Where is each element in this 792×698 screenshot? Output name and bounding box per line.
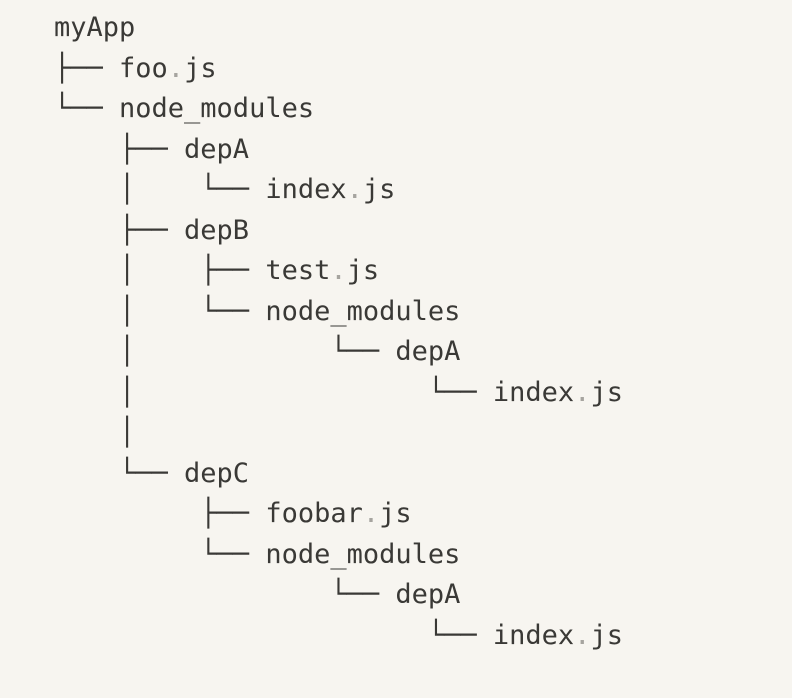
tree-line: └── node_modules: [54, 93, 315, 124]
dot-separator: .: [362, 498, 380, 529]
tree-line: ├── foo.js: [54, 52, 217, 84]
dot-separator: .: [574, 376, 591, 408]
tree-line: └── depA: [54, 579, 461, 610]
tree-line: │ └── node_modules: [54, 295, 461, 327]
tree-line: ├── depB: [54, 214, 250, 246]
file-tree: myApp ├── foo.js └── node_modules ├── depA…: [54, 12, 623, 651]
tree-line: └── depC: [54, 457, 250, 489]
tree-line: │ └── index.js: [54, 174, 396, 205]
tree-line: ├── foobar.js: [54, 498, 412, 529]
tree-line: └── node_modules: [54, 538, 461, 570]
tree-line: └── index.js: [54, 619, 623, 651]
dot-separator: .: [574, 619, 591, 651]
tree-line: │ └── index.js: [54, 376, 623, 408]
tree-line: myApp: [54, 12, 136, 43]
tree-line: ├── depA: [54, 133, 250, 165]
tree-line: │ ├── test.js: [54, 255, 380, 286]
tree-line: │: [54, 417, 136, 448]
dot-separator: .: [346, 174, 363, 205]
dot-separator: .: [167, 52, 185, 84]
dot-separator: .: [330, 255, 347, 286]
tree-line: │ └── depA: [54, 336, 461, 367]
